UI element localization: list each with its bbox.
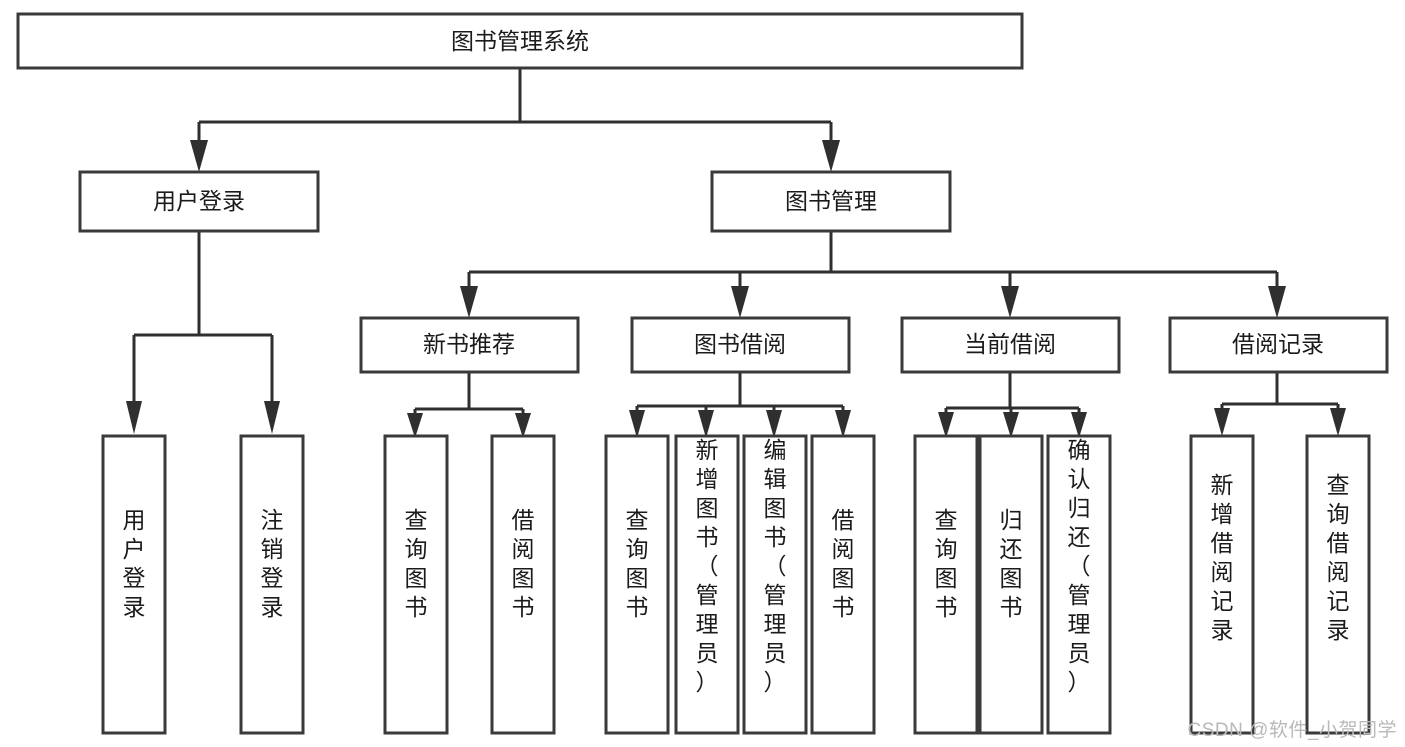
arrow-head-icon (1003, 412, 1019, 438)
arrow-head-icon (1071, 412, 1087, 438)
node-leaf-return-book-label: 归还图书 (1000, 507, 1023, 620)
node-leaf-confirm-return-label: 确认归还（管理员） (1068, 437, 1091, 695)
node-book-borrow-label: 图书借阅 (694, 331, 786, 357)
arrow-head-icon (698, 410, 714, 438)
node-root-label: 图书管理系统 (451, 28, 589, 54)
node-leaf-confirm-return[interactable]: 确认归还（管理员） (1046, 434, 1112, 735)
node-leaf-borrow-book-2-box[interactable] (810, 434, 876, 735)
node-leaf-query-book-1[interactable]: 查询图书 (383, 434, 449, 735)
node-leaf-user-logout[interactable]: 注销登录 (239, 434, 305, 735)
node-leaf-return-book-box[interactable] (978, 434, 1044, 735)
arrow-head-icon (938, 412, 954, 438)
node-leaf-query-record-box[interactable] (1305, 434, 1371, 735)
arrow-head-icon (1001, 286, 1019, 318)
node-leaf-query-book-1-box[interactable] (383, 434, 449, 735)
node-leaf-query-book-2-box[interactable] (604, 434, 670, 735)
node-current-borrow[interactable]: 当前借阅 (900, 316, 1121, 374)
node-book-manage-box[interactable] (710, 170, 952, 233)
node-leaf-add-book[interactable]: 新增图书（管理员） (674, 434, 740, 735)
node-leaf-query-record-label: 查询借阅记录 (1327, 472, 1350, 643)
arrow-head-icon (1268, 286, 1286, 318)
arrow-head-icon (264, 401, 280, 434)
node-book-borrow[interactable]: 图书借阅 (630, 316, 851, 374)
arrow-head-icon (515, 413, 531, 438)
arrow-head-icon (460, 286, 478, 318)
node-leaf-user-login[interactable]: 用户登录 (101, 434, 167, 735)
node-leaf-add-book-box[interactable] (674, 434, 740, 735)
node-leaf-add-record-box[interactable] (1189, 434, 1255, 735)
node-leaf-user-logout-box[interactable] (239, 434, 305, 735)
node-leaf-query-book-2-label: 查询图书 (626, 507, 649, 620)
node-leaf-add-book-label: 新增图书（管理员） (696, 437, 719, 695)
watermark: CSDN @软件_小贺同学 (1187, 720, 1397, 741)
node-new-book-recommend-box[interactable] (359, 316, 580, 374)
arrow-head-icon (126, 401, 142, 434)
node-new-book-recommend-label: 新书推荐 (423, 331, 515, 357)
node-leaf-query-book-3-label: 查询图书 (935, 507, 958, 620)
node-leaf-user-login-label: 用户登录 (123, 507, 146, 620)
node-leaf-borrow-book-2[interactable]: 借阅图书 (810, 434, 876, 735)
node-new-book-recommend[interactable]: 新书推荐 (359, 316, 580, 374)
node-leaf-borrow-book-1[interactable]: 借阅图书 (490, 434, 556, 735)
node-leaf-query-record[interactable]: 查询借阅记录 (1305, 434, 1371, 735)
node-root-box[interactable] (16, 12, 1024, 70)
node-leaf-borrow-book-1-box[interactable] (490, 434, 556, 735)
node-book-manage[interactable]: 图书管理 (710, 170, 952, 233)
node-root[interactable]: 图书管理系统 (16, 12, 1024, 70)
arrow-head-icon (1330, 408, 1346, 436)
arrow-head-icon (629, 410, 645, 438)
node-user-login-box[interactable] (78, 170, 320, 233)
node-borrow-record[interactable]: 借阅记录 (1168, 316, 1389, 374)
node-leaf-borrow-book-2-label: 借阅图书 (832, 507, 855, 620)
node-leaf-add-record-label: 新增借阅记录 (1211, 472, 1234, 643)
node-leaf-query-book-2[interactable]: 查询图书 (604, 434, 670, 735)
node-leaf-query-book-3[interactable]: 查询图书 (913, 434, 979, 735)
node-current-borrow-box[interactable] (900, 316, 1121, 374)
node-user-login-label: 用户登录 (153, 188, 245, 214)
arrow-head-icon (1214, 408, 1230, 436)
arrow-head-icon (731, 286, 749, 318)
node-book-manage-label: 图书管理 (785, 188, 877, 214)
connector-layer (126, 68, 1346, 438)
node-leaf-edit-book-box[interactable] (742, 434, 808, 735)
node-leaf-query-book-1-label: 查询图书 (405, 507, 428, 620)
node-user-login[interactable]: 用户登录 (78, 170, 320, 233)
node-leaf-query-book-3-box[interactable] (913, 434, 979, 735)
node-leaf-user-login-box[interactable] (101, 434, 167, 735)
node-leaf-return-book[interactable]: 归还图书 (978, 434, 1044, 735)
arrow-head-icon (822, 140, 840, 172)
node-leaf-user-logout-label: 注销登录 (261, 507, 284, 620)
arrow-head-icon (407, 413, 423, 438)
node-leaf-edit-book-label: 编辑图书（管理员） (764, 437, 787, 695)
arrow-head-icon (190, 140, 208, 172)
node-borrow-record-label: 借阅记录 (1232, 331, 1324, 357)
node-leaf-confirm-return-box[interactable] (1046, 434, 1112, 735)
node-leaf-add-record[interactable]: 新增借阅记录 (1189, 434, 1255, 735)
node-current-borrow-label: 当前借阅 (964, 331, 1056, 357)
arrow-head-icon (835, 410, 851, 438)
arrow-head-icon (766, 410, 782, 438)
node-book-borrow-box[interactable] (630, 316, 851, 374)
node-borrow-record-box[interactable] (1168, 316, 1389, 374)
node-leaf-borrow-book-1-label: 借阅图书 (512, 507, 535, 620)
node-leaf-edit-book[interactable]: 编辑图书（管理员） (742, 434, 808, 735)
